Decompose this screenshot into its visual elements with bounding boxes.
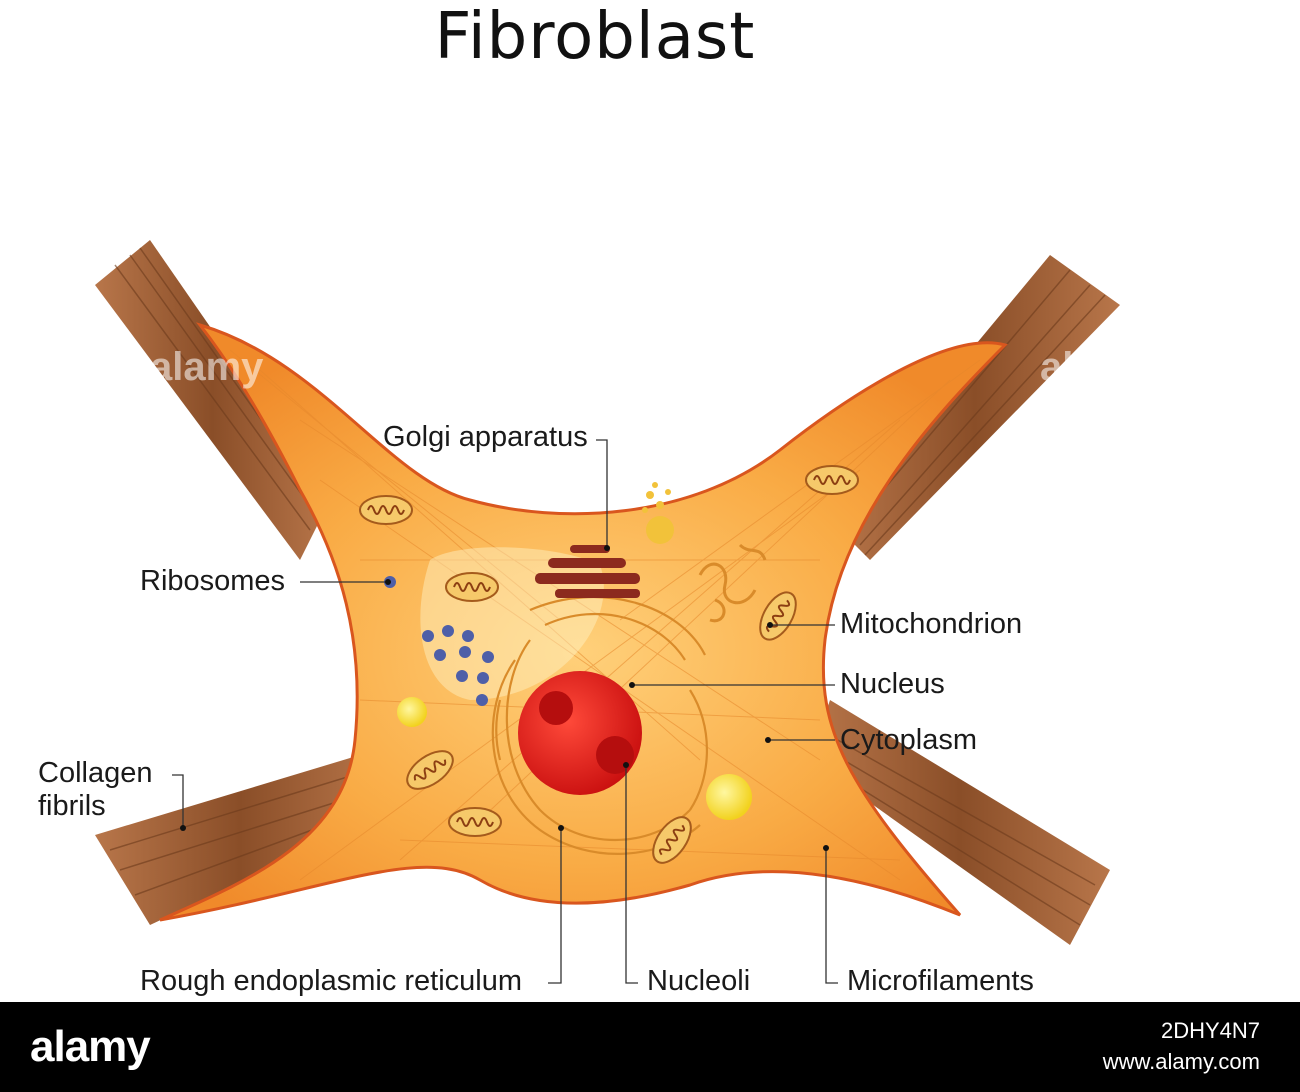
nucleolus-1	[539, 691, 573, 725]
leader-dots	[180, 545, 829, 851]
mitochondrion-3	[805, 465, 859, 495]
mitochondrion-6	[448, 807, 502, 837]
label-nucleus: Nucleus	[840, 668, 945, 700]
label-mitochondrion: Mitochondrion	[840, 608, 1023, 640]
ribosome-cluster	[384, 576, 494, 706]
mitochondrion-1	[359, 495, 413, 525]
nucleus-shape	[518, 671, 642, 795]
label-fibrils: fibrils	[38, 790, 106, 822]
secretory-vesicles	[642, 482, 674, 544]
image-info: 2DHY4N7 www.alamy.com	[1103, 1016, 1260, 1078]
watermark-left: alamy	[150, 345, 264, 389]
vesicle-left	[397, 697, 427, 727]
alamy-logo: alamy	[30, 1022, 151, 1071]
label-collagen: Collagen	[38, 757, 153, 789]
vesicle-right	[706, 774, 752, 820]
watermark-right: alamy	[1040, 345, 1154, 389]
leader-lines	[172, 439, 838, 984]
label-cytoplasm: Cytoplasm	[840, 724, 977, 756]
collagen-fibril-upper-left	[95, 240, 330, 560]
diagram-title: Fibroblast	[434, 0, 756, 74]
golgi-shape	[535, 545, 640, 598]
label-nucleoli: Nucleoli	[647, 965, 751, 997]
site-url: www.alamy.com	[1102, 1048, 1260, 1074]
label-golgi-apparatus: Golgi apparatus	[383, 421, 588, 453]
image-id: 2DHY4N7	[1160, 1018, 1260, 1043]
label-microfilaments: Microfilaments	[847, 965, 1034, 997]
nucleolus-2	[596, 736, 634, 774]
label-rough-er: Rough endoplasmic reticulum	[140, 965, 523, 997]
label-ribosomes: Ribosomes	[140, 565, 286, 597]
cell-body	[159, 322, 1008, 922]
mitochondrion-2	[445, 572, 499, 602]
stock-footer: alamy 2DHY4N7 www.alamy.com	[0, 1002, 1300, 1092]
smooth-er-shape	[698, 543, 767, 623]
